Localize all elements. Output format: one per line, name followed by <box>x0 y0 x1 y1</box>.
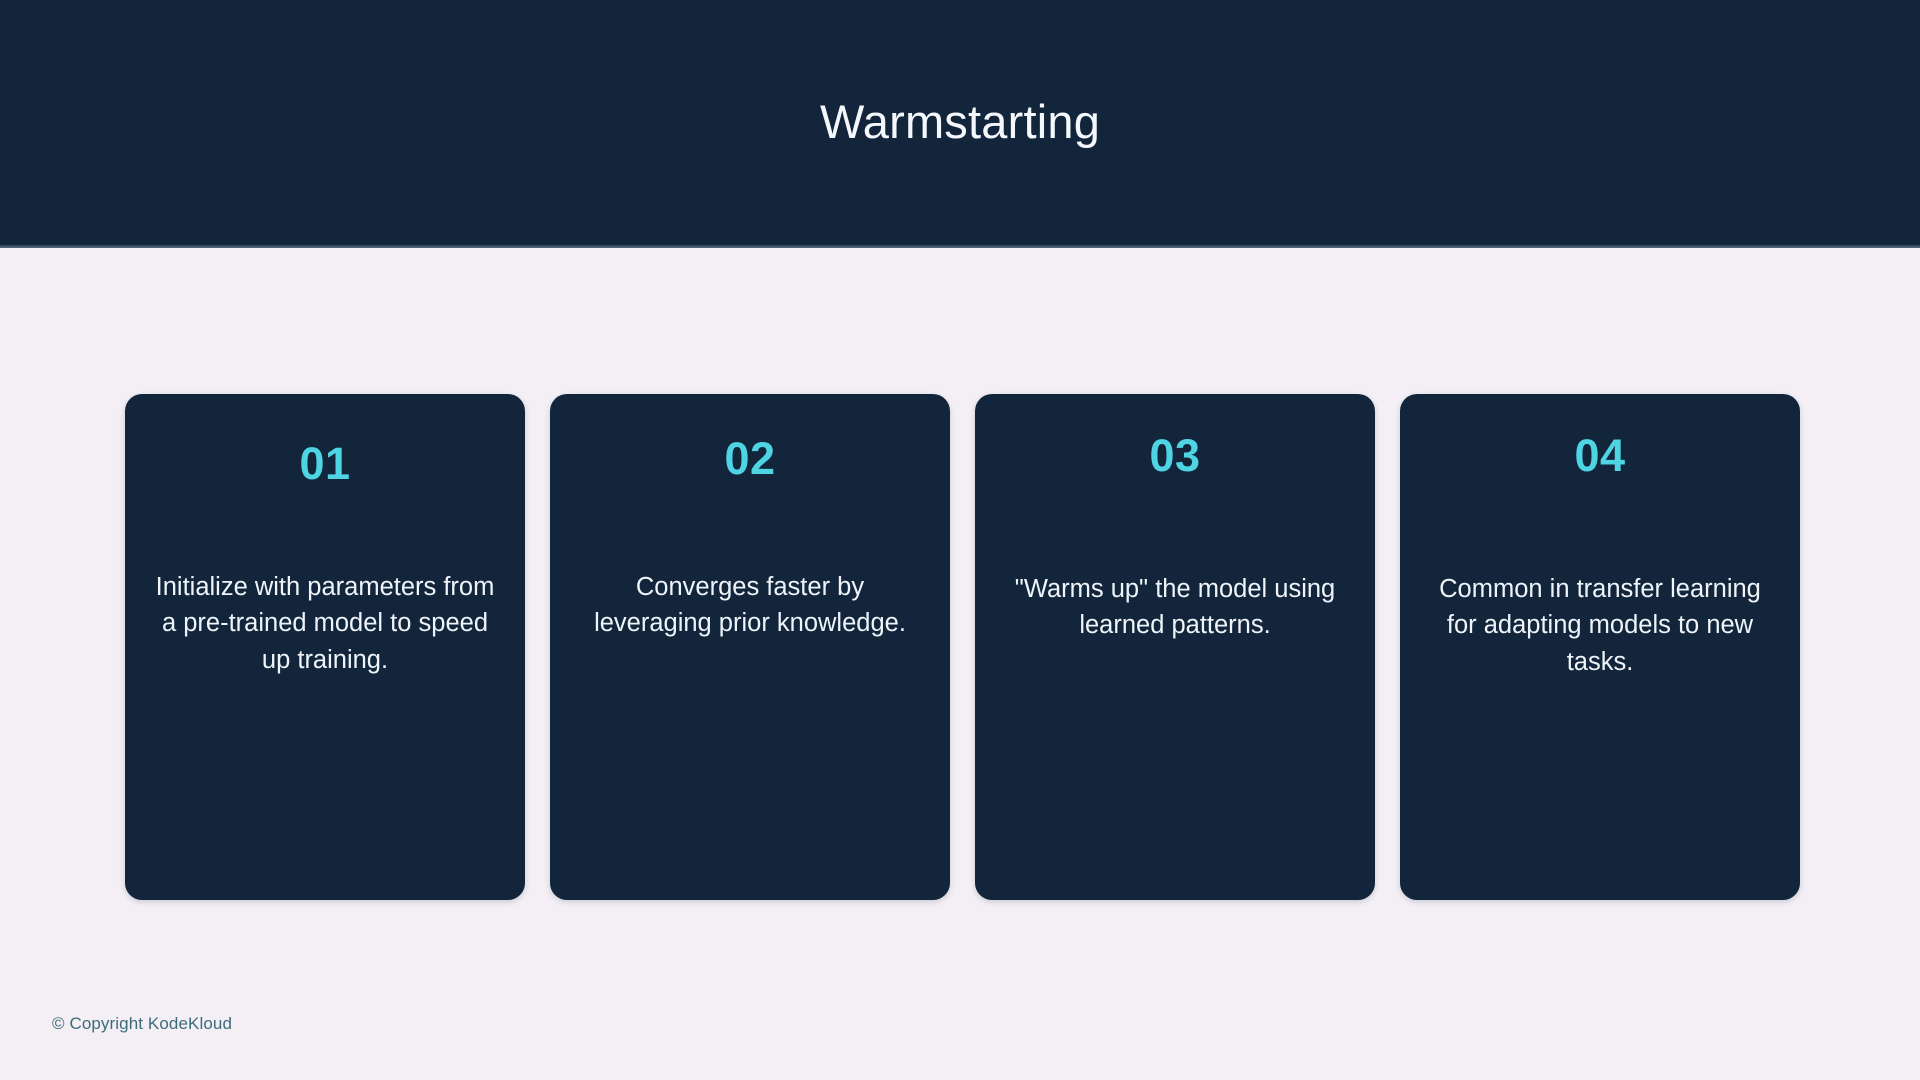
slide-header-band: Warmstarting <box>0 0 1920 248</box>
slide-footer: © Copyright KodeKloud <box>52 1015 232 1032</box>
card-02[interactable]: 02 Converges faster by leveraging prior … <box>550 394 950 900</box>
card-body-text: Initialize with parameters from a pre-tr… <box>155 573 495 674</box>
card-number-label: 01 <box>299 438 351 489</box>
card-body-text: "Warms up" the model using learned patte… <box>1014 575 1336 640</box>
card-body-text: Converges faster by leveraging prior kno… <box>594 573 906 638</box>
copyright-notice: © Copyright KodeKloud <box>52 1014 233 1033</box>
card-01[interactable]: 01 Initialize with parameters from a pre… <box>125 394 525 900</box>
card-body-text: Common in transfer learning for adapting… <box>1439 575 1761 676</box>
card-number-label: 03 <box>1149 430 1201 481</box>
card-04[interactable]: 04 Common in transfer learning for adapt… <box>1400 394 1800 900</box>
card-number-label: 02 <box>724 433 776 484</box>
numbered-cards-row: 01 Initialize with parameters from a pre… <box>125 394 1800 900</box>
card-03[interactable]: 03 "Warms up" the model using learned pa… <box>975 394 1375 900</box>
card-number-label: 04 <box>1574 430 1626 481</box>
page-title: Warmstarting <box>819 95 1101 149</box>
